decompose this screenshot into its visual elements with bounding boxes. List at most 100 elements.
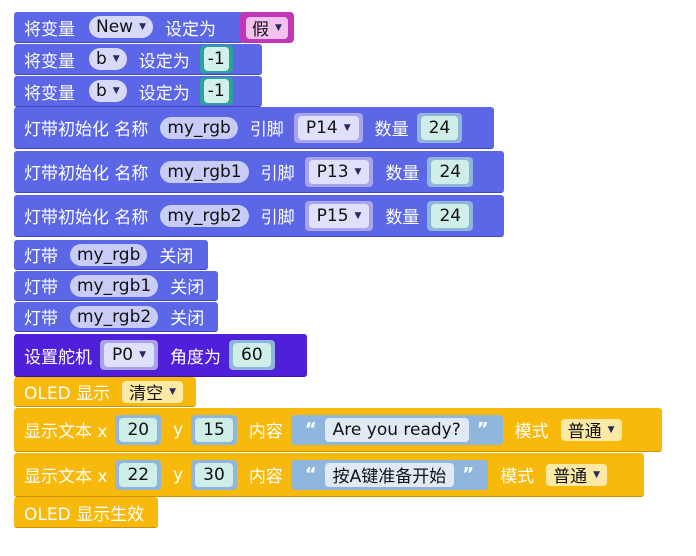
show-text-label: 显示文本 x: [24, 467, 108, 487]
set-variable-block-new[interactable]: 将变量 New▼ 设定为: [14, 12, 244, 43]
y-value-block[interactable]: 30: [191, 459, 237, 490]
set-variable-label: 将变量: [24, 51, 75, 72]
text-value-block[interactable]: “ 按A键准备开始 ”: [290, 459, 489, 490]
count-field[interactable]: 24: [431, 159, 470, 184]
number-value-block[interactable]: -1: [199, 77, 233, 105]
show-text-block-2[interactable]: 显示文本 x 22 y 30 内容 “ 按A键准备开始 ” 模式 普通▼: [14, 453, 644, 497]
triangle-down-icon: ▼: [593, 469, 601, 480]
mode-label: 模式: [500, 467, 535, 487]
triangle-down-icon: ▼: [275, 22, 282, 33]
y-value-block[interactable]: 15: [191, 414, 237, 445]
strip-label: 灯带: [24, 247, 58, 267]
pin-label: 引脚: [249, 120, 284, 140]
oled-clear-block[interactable]: OLED 显示 清空▼: [14, 377, 196, 407]
pin-value-block[interactable]: P15▼: [304, 200, 374, 231]
show-text-label: 显示文本 x: [24, 422, 108, 442]
triangle-down-icon: ▼: [343, 122, 351, 133]
set-to-label: 设定为: [165, 19, 217, 40]
angle-value-block[interactable]: 60: [229, 340, 275, 370]
content-label: 内容: [248, 422, 283, 442]
mode-dropdown[interactable]: 普通▼: [546, 463, 608, 487]
text-field[interactable]: 按A键准备开始: [324, 462, 455, 487]
angle-field[interactable]: 60: [233, 343, 271, 367]
strip-off-label: 关闭: [159, 247, 194, 267]
pin-value-block[interactable]: P13▼: [304, 156, 374, 187]
strip-init-label: 灯带初始化 名称: [24, 208, 149, 228]
strip-label: 灯带: [24, 309, 58, 329]
pin-label: 引脚: [260, 208, 295, 228]
x-field[interactable]: 20: [119, 417, 158, 442]
set-to-label: 设定为: [138, 83, 190, 104]
strip-name-field[interactable]: my_rgb1: [160, 160, 249, 183]
set-variable-label: 将变量: [24, 19, 75, 40]
open-quote-icon: “: [304, 419, 317, 440]
triangle-down-icon: ▼: [354, 210, 362, 221]
strip-init-block-3[interactable]: 灯带初始化 名称 my_rgb2 引脚 P15▼ 数量 24: [14, 195, 504, 237]
variable-dropdown[interactable]: b▼: [89, 80, 127, 102]
boolean-value-block[interactable]: 假▼: [240, 12, 294, 43]
strip-init-block-1[interactable]: 灯带初始化 名称 my_rgb 引脚 P14▼ 数量 24: [14, 107, 494, 149]
triangle-down-icon: ▼: [112, 86, 120, 96]
close-quote-icon: ”: [476, 419, 489, 440]
variable-dropdown[interactable]: New▼: [89, 16, 154, 38]
text-field[interactable]: Are you ready?: [324, 417, 469, 442]
x-value-block[interactable]: 22: [115, 459, 162, 490]
oled-option-dropdown[interactable]: 清空▼: [122, 380, 184, 404]
content-label: 内容: [248, 467, 283, 487]
strip-name-field[interactable]: my_rgb: [160, 116, 238, 139]
count-value-block[interactable]: 24: [427, 156, 474, 187]
strip-name-field[interactable]: my_rgb: [70, 243, 148, 266]
set-variable-block-b-1[interactable]: 将变量 b▼ 设定为 -1: [14, 44, 262, 75]
strip-off-block-2[interactable]: 灯带 my_rgb1 关闭: [14, 271, 218, 301]
pin-label: 引脚: [260, 164, 295, 184]
pin-dropdown[interactable]: P0▼: [104, 343, 154, 367]
open-quote-icon: “: [304, 464, 317, 485]
strip-name-field[interactable]: my_rgb2: [70, 305, 159, 328]
boolean-dropdown[interactable]: 假▼: [246, 16, 288, 40]
set-variable-block-b-2[interactable]: 将变量 b▼ 设定为 -1: [14, 76, 262, 107]
set-variable-label: 将变量: [24, 83, 75, 104]
oled-show-block[interactable]: OLED 显示生效: [14, 497, 158, 528]
mode-label: 模式: [514, 422, 549, 442]
set-to-label: 设定为: [138, 51, 190, 72]
pin-dropdown[interactable]: P13▼: [308, 159, 370, 184]
strip-init-block-2[interactable]: 灯带初始化 名称 my_rgb1 引脚 P13▼ 数量 24: [14, 151, 504, 193]
number-field[interactable]: -1: [203, 79, 229, 103]
pin-dropdown[interactable]: P14▼: [297, 115, 359, 140]
count-value-block[interactable]: 24: [416, 112, 463, 143]
pin-dropdown[interactable]: P15▼: [308, 203, 370, 228]
y-field[interactable]: 30: [195, 462, 233, 487]
variable-dropdown[interactable]: b▼: [89, 48, 127, 70]
strip-init-label: 灯带初始化 名称: [24, 120, 149, 140]
strip-name-field[interactable]: my_rgb2: [160, 204, 249, 227]
text-value-block[interactable]: “ Are you ready? ”: [290, 414, 503, 445]
y-label: y: [173, 464, 184, 485]
count-field[interactable]: 24: [431, 203, 470, 228]
number-field[interactable]: -1: [203, 47, 229, 71]
angle-label: 角度为: [170, 347, 221, 368]
count-label: 数量: [385, 208, 420, 228]
strip-off-block-1[interactable]: 灯带 my_rgb 关闭: [14, 240, 208, 270]
triangle-down-icon: ▼: [607, 424, 615, 435]
number-value-block[interactable]: -1: [199, 45, 233, 73]
x-value-block[interactable]: 20: [115, 414, 162, 445]
servo-block[interactable]: 设置舵机 P0▼ 角度为 60: [14, 334, 307, 377]
pin-value-block[interactable]: P14▼: [293, 112, 363, 143]
y-label: y: [173, 419, 184, 440]
count-value-block[interactable]: 24: [427, 200, 474, 231]
triangle-down-icon: ▼: [139, 350, 146, 360]
triangle-down-icon: ▼: [354, 166, 362, 177]
close-quote-icon: ”: [462, 464, 475, 485]
oled-show-label: OLED 显示生效: [24, 504, 145, 525]
x-field[interactable]: 22: [119, 462, 158, 487]
triangle-down-icon: ▼: [139, 22, 147, 32]
mode-dropdown[interactable]: 普通▼: [560, 418, 622, 442]
count-label: 数量: [385, 164, 420, 184]
show-text-block-1[interactable]: 显示文本 x 20 y 15 内容 “ Are you ready? ” 模式 …: [14, 408, 662, 452]
strip-name-field[interactable]: my_rgb1: [70, 274, 159, 297]
strip-off-block-3[interactable]: 灯带 my_rgb2 关闭: [14, 302, 218, 332]
count-field[interactable]: 24: [420, 115, 459, 140]
strip-init-label: 灯带初始化 名称: [24, 164, 149, 184]
y-field[interactable]: 15: [195, 417, 233, 442]
pin-value-block[interactable]: P0▼: [100, 340, 158, 370]
